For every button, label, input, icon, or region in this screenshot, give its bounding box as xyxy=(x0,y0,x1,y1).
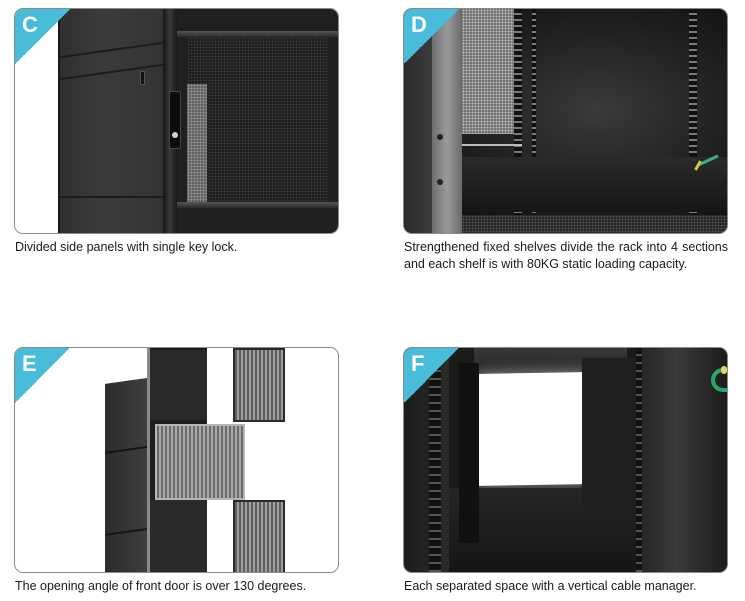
badge-letter: E xyxy=(22,351,37,376)
mounting-rail xyxy=(514,9,522,233)
feature-caption: Divided side panels with single key lock… xyxy=(15,240,238,254)
panel-seam xyxy=(105,446,147,454)
fixed-shelves-photo: D xyxy=(403,8,728,234)
section-badge: D xyxy=(404,9,459,64)
panel-seam xyxy=(60,41,163,59)
feature-caption: Each separated space with a vertical cab… xyxy=(404,579,697,593)
vertical-cable-manager xyxy=(636,348,644,572)
badge-letter: F xyxy=(411,351,425,376)
panel-seam xyxy=(60,196,163,198)
caption-line-1: Strengthened fixed shelves divide the ra… xyxy=(404,240,728,254)
cabinet-section xyxy=(150,500,207,572)
side-panel xyxy=(58,9,163,233)
cabinet-side xyxy=(105,378,147,572)
section-badge: C xyxy=(15,9,70,64)
door-handle-icon xyxy=(169,91,181,149)
lock-cylinder-icon xyxy=(172,132,178,138)
door-mesh-side xyxy=(187,84,207,202)
vertical-cable-manager xyxy=(429,348,441,572)
feature-caption: Strengthened fixed shelves divide the ra… xyxy=(404,239,728,273)
perforated-door xyxy=(462,9,514,134)
screw-icon xyxy=(437,134,443,140)
open-door xyxy=(233,348,285,422)
fixed-shelf xyxy=(462,157,727,212)
badge-letter: D xyxy=(411,12,427,37)
cabinet-section xyxy=(150,350,207,420)
section-badge: F xyxy=(404,348,459,403)
door-rail xyxy=(177,31,338,37)
caption-line-2: and each shelf is with 80KG static loadi… xyxy=(404,257,688,271)
shelf-bar xyxy=(462,144,522,146)
closed-door xyxy=(155,424,245,500)
open-door xyxy=(233,500,285,572)
open-door-photo: E xyxy=(14,347,339,573)
door-mesh xyxy=(187,37,328,207)
badge-letter: C xyxy=(22,12,38,37)
mounting-rail xyxy=(532,9,536,233)
side-panel-photo: C xyxy=(14,8,339,234)
ground-wire xyxy=(721,366,727,374)
door-rail xyxy=(177,202,338,208)
section-badge: E xyxy=(15,348,70,403)
feature-caption: The opening angle of front door is over … xyxy=(15,579,307,593)
panel-seam xyxy=(60,63,163,81)
side-wall xyxy=(582,358,642,518)
mounting-rail xyxy=(689,9,697,233)
perforated-door xyxy=(169,9,338,233)
screw-icon xyxy=(437,179,443,185)
panel-seam xyxy=(105,528,147,536)
rear-opening xyxy=(479,372,584,486)
shelf-front-mesh xyxy=(462,215,727,233)
ground-wire xyxy=(711,368,727,392)
cable-manager-photo: F xyxy=(403,347,728,573)
rack-post xyxy=(459,363,479,543)
key-lock-icon xyxy=(140,71,145,85)
